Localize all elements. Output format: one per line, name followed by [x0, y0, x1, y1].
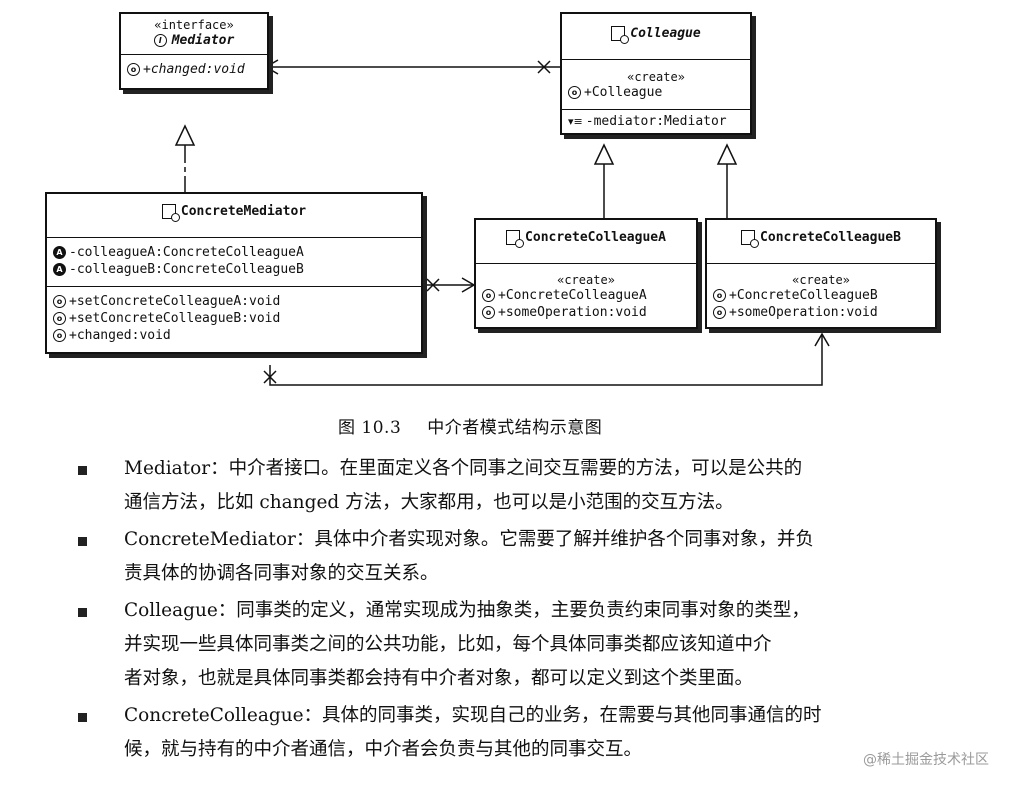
class-concrete-mediator: ConcreteMediator A -colleagueA:ConcreteC… — [45, 192, 423, 354]
create-label: «create» — [792, 273, 850, 287]
attribute-row: A -colleagueB:ConcreteColleagueB — [53, 261, 415, 278]
generalization-a — [593, 143, 615, 218]
private-field-icon: A — [53, 263, 66, 276]
list-item: ConcreteMediator：具体中介者实现对象。它需要了解并维护各个同事对… — [78, 523, 978, 591]
class-icon — [161, 204, 180, 222]
public-method-icon: o — [568, 86, 581, 99]
public-method-icon: o — [713, 289, 726, 302]
generalization-b — [716, 143, 738, 218]
realization-arrow — [174, 124, 196, 192]
class-concrete-colleague-b: ConcreteColleagueB «create» o +ConcreteC… — [705, 218, 937, 329]
figure-caption: 图 10.3 中介者模式结构示意图 — [338, 413, 602, 438]
list-item: Mediator：中介者接口。在里面定义各个同事之间交互需要的方法，可以是公共的… — [78, 452, 978, 520]
class-name: ConcreteColleagueA — [506, 230, 666, 248]
attribute-row: ▾≡ -mediator:Mediator — [568, 114, 727, 129]
class-name: ConcreteMediator — [161, 204, 306, 222]
operation-row: o +changed:void — [53, 327, 415, 344]
list-item: Colleague：同事类的定义，通常实现成为抽象类，主要负责约束同事对象的类型… — [78, 594, 978, 696]
class-colleague: Colleague «create» o +Colleague ▾≡ -medi… — [560, 12, 752, 135]
class-name: ConcreteColleagueB — [741, 230, 901, 248]
class-name-text: Mediator — [171, 33, 235, 48]
class-icon — [611, 26, 630, 44]
association-mediator-to-b — [263, 332, 830, 386]
bullet-list: Mediator：中介者接口。在里面定义各个同事之间交互需要的方法，可以是公共的… — [78, 452, 978, 770]
public-method-icon: o — [127, 63, 140, 76]
public-method-icon: o — [482, 289, 495, 302]
operation-row: o +changed:void — [127, 61, 261, 78]
bullet-marker — [78, 713, 87, 722]
association-mediator-to-a — [420, 277, 476, 293]
stereotype-label: «interface» — [154, 18, 234, 32]
attribute-row: A -colleagueA:ConcreteColleagueA — [53, 244, 415, 261]
bullet-marker — [78, 608, 87, 617]
bullet-marker — [78, 466, 87, 475]
class-name: Colleague — [611, 26, 701, 44]
public-method-icon: o — [53, 312, 66, 325]
watermark: @稀土掘金技术社区 — [863, 752, 989, 768]
class-icon — [741, 230, 760, 248]
public-method-icon: o — [482, 306, 495, 319]
list-item: ConcreteColleague：具体的同事类，实现自己的业务，在需要与其他同… — [78, 699, 978, 767]
class-concrete-colleague-a: ConcreteColleagueA «create» o +ConcreteC… — [474, 218, 698, 329]
private-field-icon: ▾≡ — [568, 115, 583, 128]
operation-row: o +setConcreteColleagueB:void — [53, 310, 415, 327]
public-method-icon: o — [53, 329, 66, 342]
association-colleague-to-mediator — [264, 59, 560, 75]
operation-row: o +someOperation:void — [482, 304, 690, 321]
operation-row: o +someOperation:void — [713, 304, 929, 321]
private-field-icon: A — [53, 246, 66, 259]
figure-title: 中介者模式结构示意图 — [427, 418, 603, 438]
public-method-icon: o — [53, 295, 66, 308]
constructor-row: o +Colleague — [568, 84, 744, 101]
create-label: «create» — [627, 70, 685, 84]
bullet-marker — [78, 537, 87, 546]
public-method-icon: o — [713, 306, 726, 319]
class-icon — [506, 230, 525, 248]
create-label: «create» — [557, 273, 615, 287]
operation-row: o +setConcreteColleagueA:void — [53, 293, 415, 310]
interface-icon: I — [153, 34, 167, 47]
constructor-row: o +ConcreteColleagueB — [713, 287, 929, 304]
constructor-row: o +ConcreteColleagueA — [482, 287, 690, 304]
class-name: I Mediator — [153, 33, 235, 48]
figure-number: 图 10.3 — [338, 418, 402, 438]
class-mediator: «interface» I Mediator o +changed:void — [119, 12, 269, 90]
